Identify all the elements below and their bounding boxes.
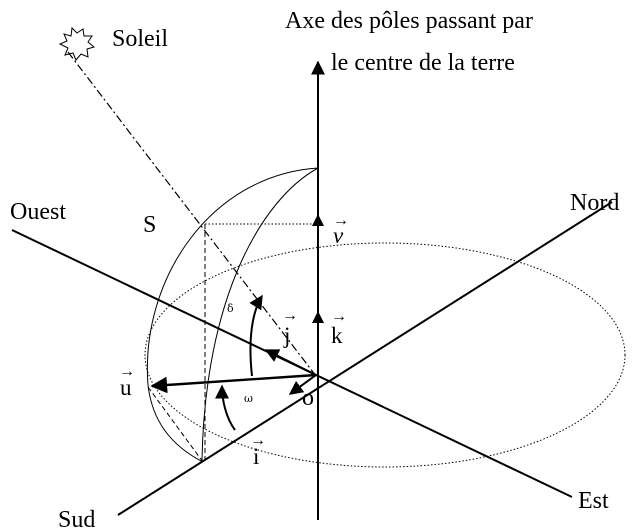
sun-burst-icon [58,26,96,61]
horizon-ellipse [144,242,626,468]
vector-v-arrowhead [312,214,324,226]
south-label: Sud [58,507,95,531]
hemisphere-outline [146,167,319,463]
sun-label: Soleil [112,26,168,52]
vector-i-label: i [253,444,259,469]
axis-title-line2: le centre de la terre [331,50,515,76]
angle-delta-label: δ [227,302,234,315]
vector-j-overarrow: → [282,307,298,324]
vector-k-arrowhead [312,311,324,323]
east-label: Est [578,488,609,514]
u-to-i-dashed [147,386,204,463]
vector-v-overarrow: → [333,212,349,229]
vector-u-arrow [150,373,317,394]
west-label: Ouest [10,199,66,225]
vector-j-label: j [283,323,290,348]
vector-k-label: k [331,323,343,348]
north-label: Nord [570,190,619,216]
delta-angle-arc [249,294,263,377]
omega-angle-arc [215,384,236,431]
point-s-label: S [143,212,156,238]
south-north-line [117,201,613,516]
angle-omega-label: ω [244,392,253,405]
vector-u-overarrow: → [119,363,135,380]
vector-j-arrow [264,349,317,376]
axis-title-line1: Axe des pôles passant par [285,8,533,34]
vector-k-overarrow: → [331,308,347,325]
point-o-label: o [302,385,314,411]
vector-v-label: v [333,223,344,248]
vector-i-overarrow: → [250,432,266,449]
sun-ray-line [67,51,317,377]
vector-u-label: u [120,375,132,400]
vector-i-arrow [288,374,317,395]
meridian-arc [201,167,319,461]
